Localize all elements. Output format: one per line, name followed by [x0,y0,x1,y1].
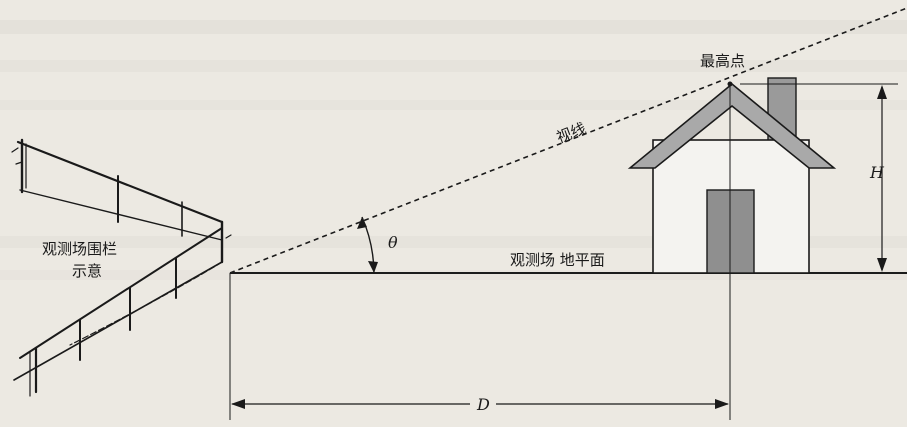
height-dimension [740,83,898,274]
ground-plane-label: 观测场 地平面 [510,251,605,269]
highest-point-label: 最高点 [700,52,745,70]
fence-caption-line1: 观测场围栏 [42,240,117,258]
height-label: H [869,163,885,182]
angle-arrow-bottom [368,261,378,273]
angle-arrow-top [357,217,367,229]
fence-sketch [11,138,232,397]
distance-dimension [229,273,729,420]
sight-line-label: 视线 [554,119,588,147]
distance-label: D [476,395,490,414]
angle-label: θ [388,233,398,252]
house [627,77,837,420]
highest-point-dot [727,81,733,87]
fence-caption-line2: 示意 [72,262,102,280]
sight-line [229,7,907,274]
